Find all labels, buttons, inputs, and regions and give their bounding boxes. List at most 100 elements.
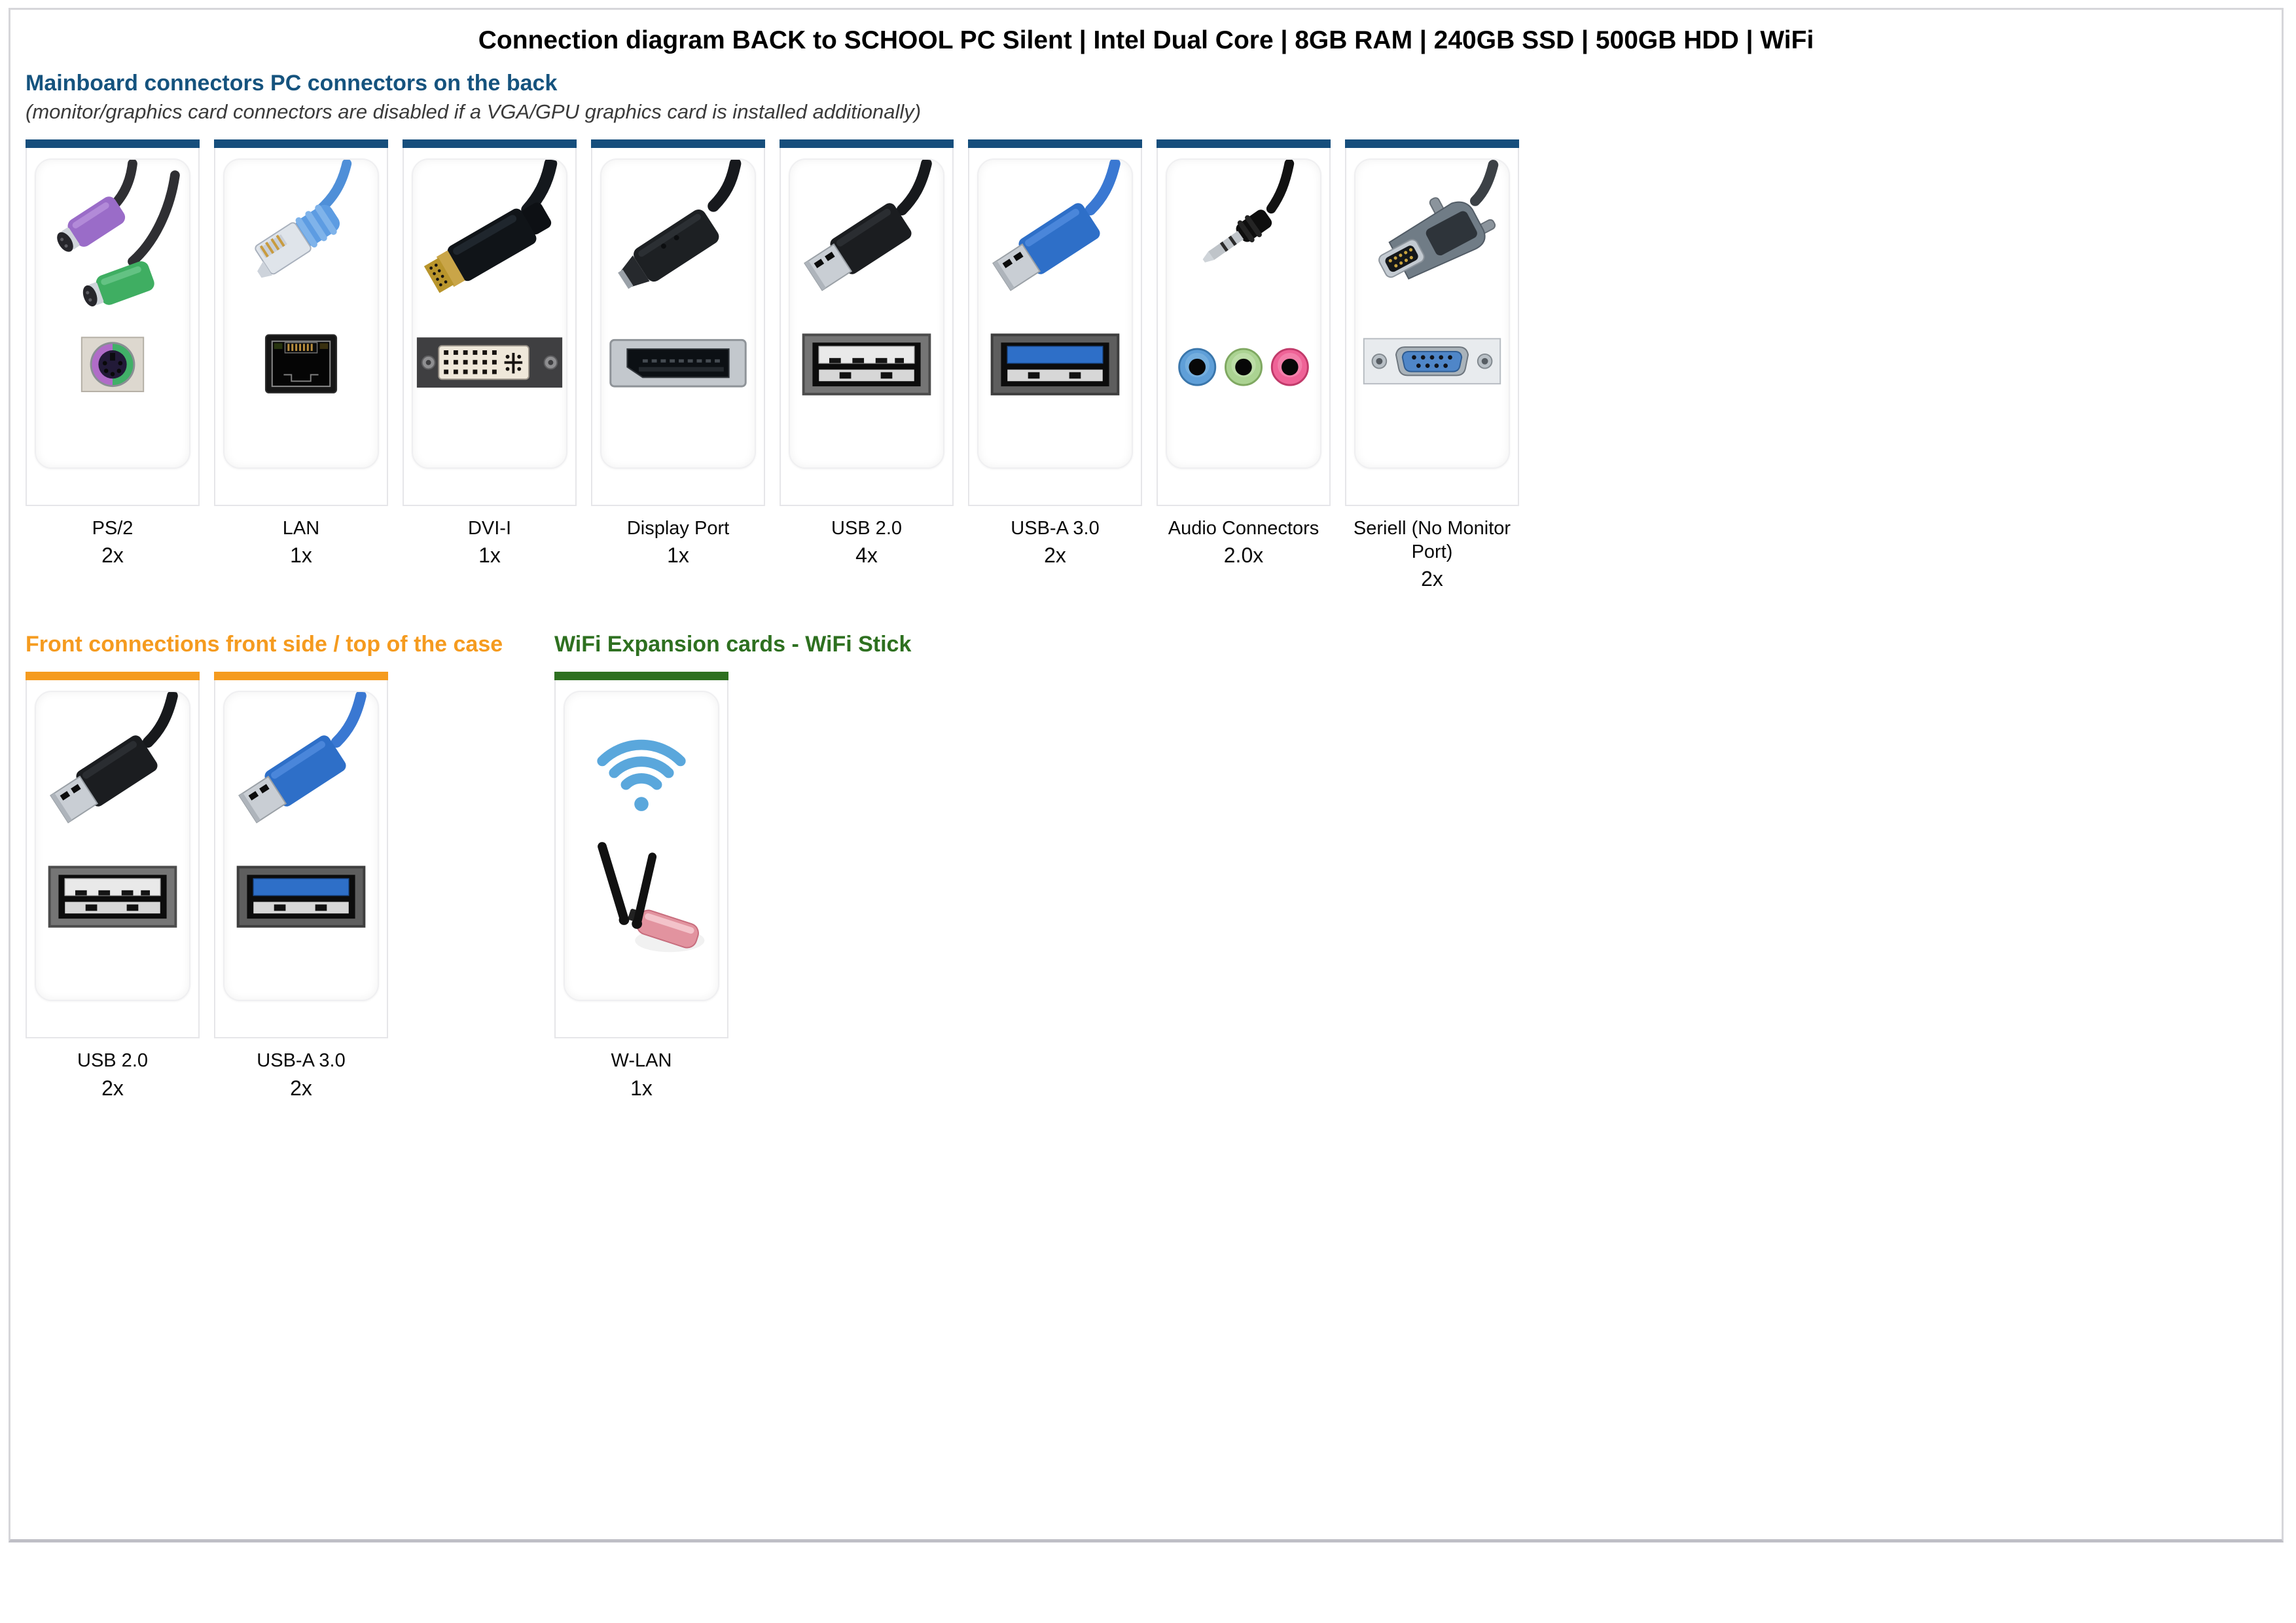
card-frame [591,139,765,506]
section-heading-wifi: WiFi Expansion cards - WiFi Stick [554,632,912,657]
card-frame [26,139,200,506]
card-body [214,147,388,506]
card-accent-bar [26,139,200,148]
connector-image-panel [35,158,190,469]
card-body [968,147,1142,506]
page-frame: Connection diagram BACK to SCHOOL PC Sil… [9,8,2284,1542]
usb3-port-icon [236,866,366,928]
connector-label: Audio Connectors [1168,517,1319,539]
connector-count: 1x [630,1076,653,1100]
connector-label: USB-A 3.0 [1011,517,1100,539]
usb3-connector-icon [990,159,1121,395]
card-frame [1345,139,1519,506]
card-serial: Seriell (No Monitor Port) 2x [1345,139,1519,592]
ps2-port-icon [81,337,145,392]
connector-count: 4x [855,543,878,568]
card-audio: Audio Connectors 2.0x [1157,139,1331,568]
connector-label: DVI-I [467,517,512,539]
connector-label: Seriell (No Monitor Port) [1353,517,1511,563]
connector-image-panel [412,158,567,469]
connector-image-panel [223,158,379,469]
lan-port-icon [264,334,338,393]
serial-connector-icon [1363,159,1501,384]
connector-label: PS/2 [92,517,134,539]
card-frame [554,672,728,1039]
connector-count: 2x [290,1076,312,1100]
card-accent-bar [1345,139,1519,148]
card-accent-bar [403,139,577,148]
card-usb2-front: USB 2.0 2x [26,672,200,1100]
connector-count: 1x [290,543,312,568]
card-accent-bar [26,672,200,681]
connector-image-panel [1166,158,1321,469]
card-displayport: Display Port 1x [591,139,765,568]
card-frame [968,139,1142,506]
card-body [554,680,728,1039]
card-frame [214,672,388,1039]
card-wlan: W-LAN 1x [554,672,728,1100]
connector-label: USB-A 3.0 [257,1050,346,1072]
card-frame [214,139,388,506]
connector-image-panel [223,691,379,1002]
card-accent-bar [1157,139,1331,148]
section-subheading-back: (monitor/graphics card connectors are di… [26,100,922,123]
displayport-port-icon [609,338,747,388]
usb3-connector-icon [236,692,367,928]
connector-label: USB 2.0 [77,1050,148,1072]
card-usb2-back: USB 2.0 4x [780,139,954,568]
wifi-signal-icon [597,740,686,790]
card-dvi: DVI-I 1x [403,139,577,568]
front-and-wifi-sections: Front connections front side / top of th… [26,632,2267,1100]
page-title: Connection diagram BACK to SCHOOL PC Sil… [478,26,1814,54]
card-frame [403,139,577,506]
card-frame [1157,139,1331,506]
card-body [780,147,954,506]
connector-image-panel [600,158,756,469]
connector-count: 2.0x [1223,543,1264,568]
wifi-section: WiFi Expansion cards - WiFi Stick [554,632,2267,1100]
connector-count: 1x [478,543,501,568]
displayport-connector-icon [609,159,747,388]
connector-count: 2x [1421,567,1443,591]
card-frame [780,139,954,506]
connector-image-panel [1354,158,1510,469]
connector-label: USB 2.0 [831,517,902,539]
serial-port-icon [1363,338,1501,384]
front-connectors-row: USB 2.0 2x [26,672,554,1100]
card-accent-bar [214,139,388,148]
ps2-connector-icon [57,159,180,392]
card-accent-bar [591,139,765,148]
card-accent-bar [968,139,1142,148]
connector-label: Display Port [626,517,730,539]
dvi-port-icon [416,337,563,388]
section-heading-back: Mainboard connectors PC connectors on th… [26,70,558,96]
connector-image-panel [789,158,944,469]
connector-label: LAN [282,517,320,539]
usb2-port-icon [802,333,931,395]
section-heading-front: Front connections front side / top of th… [26,632,503,657]
usb2-port-icon [48,866,177,928]
usb2-connector-icon [802,159,932,395]
card-body [591,147,765,506]
connector-label: W-LAN [611,1050,672,1072]
connector-image-panel [564,691,719,1002]
lan-connector-icon [255,159,352,393]
card-accent-bar [554,672,728,681]
card-body [1157,147,1331,506]
dvi-connector-icon [416,159,563,388]
usb3-port-icon [990,333,1120,395]
card-usb3-back: USB-A 3.0 2x [968,139,1142,568]
front-connections-section: Front connections front side / top of th… [26,632,554,1100]
back-connectors-row: PS/2 2x [26,139,2267,592]
connector-image-panel [977,158,1133,469]
card-body [214,680,388,1039]
wifi-stick-icon [597,740,705,953]
card-body [403,147,577,506]
usb2-connector-icon [48,692,178,928]
connector-image-panel [35,691,190,1002]
card-lan: LAN 1x [214,139,388,568]
card-body [1345,147,1519,506]
connector-count: 2x [1044,543,1066,568]
card-frame [26,672,200,1039]
card-body [26,147,200,506]
